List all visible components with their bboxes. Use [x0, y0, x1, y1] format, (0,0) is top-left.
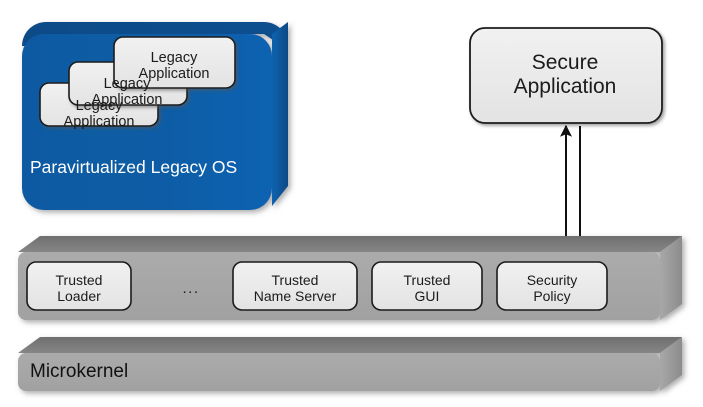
- secure-application-box[interactable]: [469, 27, 663, 124]
- microkernel-front-face: [18, 353, 660, 391]
- trusted-service-boxes[interactable]: [26, 261, 608, 311]
- microkernel-side-face: [660, 337, 682, 391]
- legacy-application-stack[interactable]: [39, 36, 236, 127]
- legacy-os-side-face: [272, 22, 288, 206]
- trusted-bar-side-face: [660, 236, 682, 320]
- legacy-app-1-box[interactable]: [113, 36, 236, 89]
- microkernel-bar[interactable]: [18, 337, 682, 391]
- legacy-os-top-face: [22, 22, 288, 50]
- trusted-name-server-box[interactable]: [232, 261, 358, 311]
- security-policy-box[interactable]: [496, 261, 608, 311]
- microkernel-top-face: [18, 337, 682, 353]
- trusted-gui-box[interactable]: [371, 261, 483, 311]
- trusted-loader-box[interactable]: [26, 261, 132, 311]
- trusted-bar-top-face: [18, 236, 682, 252]
